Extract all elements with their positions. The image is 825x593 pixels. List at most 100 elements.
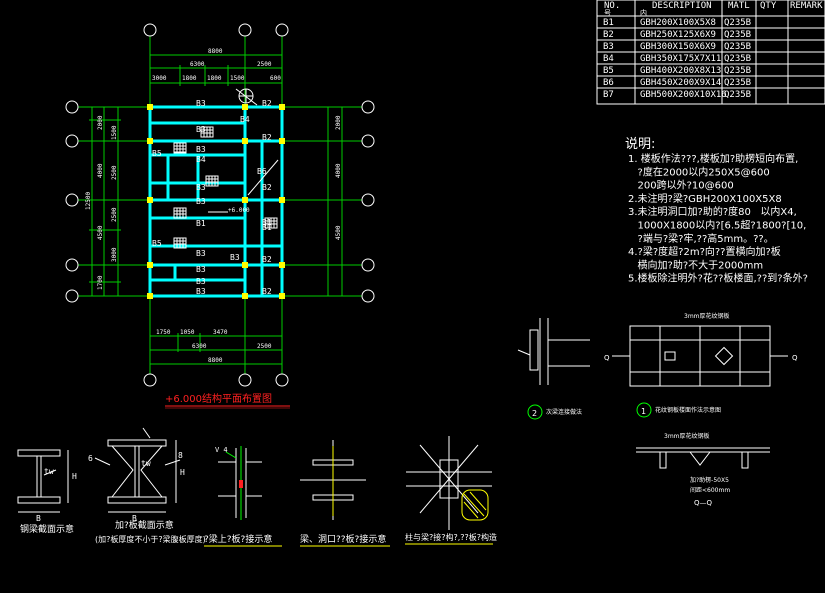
table-header-no: NO. [604, 1, 620, 11]
steel-beam-section-detail [17, 449, 69, 513]
plan-dim-bottom-sub3: 3470 [213, 329, 228, 336]
beam-label: B6 [257, 167, 267, 176]
floor-plan: 8800 6300 2500 3000 1800 1800 1500 600 8… [65, 23, 375, 409]
plan-dim-left-d5: 1500 [111, 125, 118, 140]
plan-dim-left-overall: 12500 [85, 192, 92, 210]
plan-dim-left-d1: 2000 [97, 115, 104, 130]
axis-bubble [238, 373, 252, 387]
label-h: H [72, 472, 77, 481]
table-cell-matl: Q235B [724, 18, 751, 28]
detail1-title: 花纹钢板楼面作法示意图 [655, 406, 721, 414]
column-beam-joint-detail [406, 436, 492, 530]
plan-dim-bottom-sub2: 1050 [180, 329, 195, 336]
caption-stiffener: 加?板截面示意 [115, 519, 174, 531]
table-header-remark: REMARK [790, 1, 823, 11]
beam-label: B1 [262, 218, 272, 227]
label-stiff-w8: 8 [178, 451, 183, 460]
beam-label: B3 [196, 197, 206, 206]
q-q-section-detail [636, 447, 770, 469]
notes-line: 200跨以外?10@600 [628, 180, 734, 192]
plan-dim-left-d4: 1700 [97, 275, 104, 290]
detail2-number: 2 [532, 409, 537, 418]
table-cell-matl: Q235B [724, 90, 751, 100]
plan-dim-left-d2: 4000 [97, 163, 104, 178]
table-cell-no: B2 [603, 30, 614, 40]
table-cell-description: GBH450X200X9X14 [640, 78, 721, 88]
label-stiff-b: B [132, 514, 137, 523]
plan-dim-top-overall: 8800 [208, 48, 223, 55]
axis-bubble [361, 193, 375, 207]
notes-line: 3.未注明洞口加?助的?度80 以内X4, [628, 205, 797, 218]
axis-bubble [143, 23, 157, 37]
axis-bubble [65, 100, 79, 114]
table-cell-description: GBH250X125X6X9 [640, 30, 716, 40]
beam-plate-joint-detail [218, 448, 262, 518]
plan-dim-left-d7: 2500 [111, 207, 118, 222]
axis-bubble [361, 258, 375, 272]
table-cell-description: GBH300X150X6X9 [640, 42, 716, 52]
beam-label: B3 [196, 145, 206, 154]
notes-line: 4.?梁?度超?2m?向??置横向加?板 [628, 245, 781, 258]
notes-line: 1. 楼板作法???,楼板加?助楞短向布置, [628, 152, 798, 165]
detail1-q-right: Q [792, 354, 798, 362]
notes-line: ?度在2000以内250X5@600 [628, 165, 770, 178]
table-cell-description: GBH400X200X8X13 [640, 66, 721, 76]
beam-label: B5 [152, 239, 162, 248]
table-cell-no: B3 [603, 42, 614, 52]
qq-title: Q—Q [694, 499, 713, 507]
plan-dim-left-d3: 4500 [97, 225, 104, 240]
beam-label: B4 [240, 115, 250, 124]
table-cell-no: B1 [603, 18, 614, 28]
table-cell-matl: Q235B [724, 42, 751, 52]
member-table [596, 0, 825, 105]
notes-title: 说明: [625, 137, 655, 152]
label-stiff-tw: tw [141, 459, 151, 468]
plan-dim-right-d3: 4500 [335, 225, 342, 240]
label-b: B [36, 514, 41, 523]
plan-dim-bottom-sub1: 1750 [156, 329, 171, 336]
detail1-number: 1 [641, 407, 646, 416]
table-cell-matl: Q235B [724, 78, 751, 88]
table-cell-matl: Q235B [724, 54, 751, 64]
axis-bubble [65, 193, 79, 207]
plan-dim-left-d8: 3000 [111, 247, 118, 262]
notes-line: 2.未注明?梁?GBH200X100X5X8 [628, 192, 782, 205]
beam-label: B3 [196, 277, 206, 286]
notes-line: 5.楼板除注明外?花??板楼面,??到?条外? [628, 272, 808, 285]
beam-label: B3 [230, 253, 240, 262]
table-cell-no: B4 [603, 54, 614, 64]
beam-label: B2 [262, 287, 272, 296]
label-tw: tw [44, 467, 54, 476]
plan-title: +6.000结构平面布置图 [165, 392, 272, 405]
notes-line: 横向加?助?不大于2000mm [628, 258, 763, 271]
plan-dim-top-sub5: 600 [270, 75, 281, 82]
table-cell-matl: Q235B [724, 66, 751, 76]
plan-dim-right-d2: 4000 [335, 163, 342, 178]
qq-plate-label: 3mm厚花纹钢板 [664, 432, 710, 440]
axis-bubble [143, 373, 157, 387]
caption-column-joint: 柱与梁?接?构?,??板?构造 [405, 532, 497, 542]
caption-steel-section: 钢梁截面示意 [20, 523, 74, 535]
beam-label: B2 [262, 99, 272, 108]
label-stiff-h: H [180, 468, 185, 477]
label-stiff-w6: 6 [88, 454, 93, 463]
table-cell-no: B6 [603, 78, 614, 88]
beam-label: B1 [196, 219, 206, 228]
caption-stiffener-sub: (加?板厚度不小于?梁腹板厚度) [95, 534, 206, 544]
plan-dim-bottom-span1: 6300 [192, 343, 207, 350]
axis-bubble [65, 289, 79, 303]
axis-bubble [65, 134, 79, 148]
table-header-description: DESCRIPTION [652, 1, 712, 11]
table-cell-no: B5 [603, 66, 614, 76]
table-cell-description: GBH200X100X5X8 [640, 18, 716, 28]
table-header-matl: MATL [728, 1, 750, 11]
table-cell-description: GBH500X200X10X16 [640, 90, 727, 100]
detail1-plate-label: 3mm厚花纹钢板 [684, 312, 730, 320]
beam-label: B4 [196, 155, 206, 164]
beam-label: B5 [152, 149, 162, 158]
axis-bubble [361, 289, 375, 303]
axis-bubble [238, 23, 252, 37]
caption-opening: 梁、洞口??板?接示意 [300, 533, 386, 545]
